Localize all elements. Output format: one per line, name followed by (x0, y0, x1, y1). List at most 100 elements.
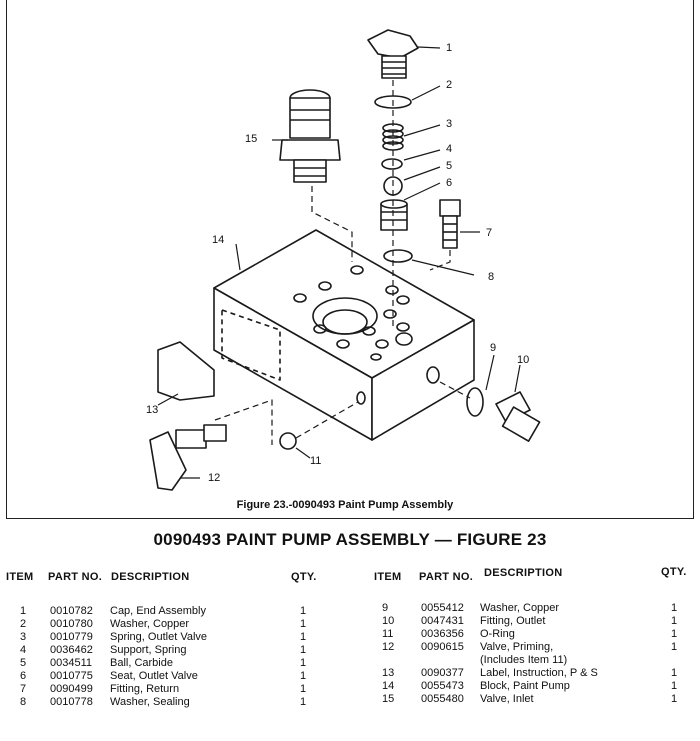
callout-15: 15 (245, 133, 258, 145)
part-number: 0090377 (421, 667, 464, 679)
page-title: 0090493 PAINT PUMP ASSEMBLY — FIGURE 23 (153, 530, 547, 549)
quantity: 1 (671, 641, 678, 653)
quantity: 1 (300, 670, 307, 682)
item-number: 1 (20, 605, 27, 617)
table-row: 12 0090615 Valve, Priming, 1 (0, 641, 700, 654)
part-description: Washer, Copper (480, 602, 560, 614)
header-item-left: ITEM (6, 571, 34, 583)
quantity: 1 (300, 605, 307, 617)
part-description: Ball, Carbide (110, 657, 173, 669)
part-description: O-Ring (480, 628, 515, 640)
part-description: Label, Instruction, P & S (480, 667, 598, 679)
quantity: 1 (300, 618, 307, 630)
item-number: 4 (20, 644, 27, 656)
part-number: 0036356 (421, 628, 464, 640)
header-desc-left: DESCRIPTION (111, 571, 190, 583)
callout-4: 4 (446, 143, 453, 155)
part-number: 0090615 (421, 641, 464, 653)
quantity: 1 (300, 683, 307, 695)
item-number: 3 (20, 631, 27, 643)
quantity: 1 (671, 680, 678, 692)
callout-8: 8 (488, 271, 495, 283)
part-description: Valve, Inlet (480, 693, 534, 705)
part-number: 0010779 (50, 631, 93, 643)
part-description: Washer, Copper (110, 618, 190, 630)
item-number: 7 (20, 683, 27, 695)
part-description: Washer, Sealing (110, 696, 190, 708)
part-number: 0010780 (50, 618, 93, 630)
item-number: 12 (382, 641, 395, 653)
header-qty-right: QTY. (661, 566, 687, 578)
quantity: 1 (300, 657, 307, 669)
part-description: Seat, Outlet Valve (110, 670, 198, 682)
part-number: 0055412 (421, 602, 464, 614)
pump-block (213, 229, 475, 441)
part-number: 0090499 (50, 683, 93, 695)
quantity: 1 (671, 693, 678, 705)
table-row: 5 0034511 Ball, Carbide 1 (0, 657, 700, 670)
figure-caption: Figure 23.-0090493 Paint Pump Assembly (0, 499, 700, 511)
part-description: (Includes Item 11) (480, 654, 568, 666)
quantity: 1 (300, 696, 307, 708)
priming-valve (149, 424, 227, 491)
support-4 (381, 158, 403, 170)
quantity: 1 (671, 667, 678, 679)
part-number: 0010778 (50, 696, 93, 708)
pump-drawing (149, 29, 541, 491)
item-number: 9 (382, 602, 389, 614)
o-ring-11 (279, 432, 297, 450)
instruction-label (157, 309, 281, 401)
item-number: 13 (382, 667, 395, 679)
quantity: 1 (671, 602, 678, 614)
item-number: 2 (20, 618, 27, 630)
item-number: 6 (20, 670, 27, 682)
callout-13: 13 (146, 404, 159, 416)
item-number: 11 (382, 628, 394, 640)
figure-caption-text: Figure 23.-0090493 Paint Pump Assembly (236, 499, 454, 511)
table-row: 10 0047431 Fitting, Outlet 1 (0, 615, 700, 628)
washer-8 (383, 249, 413, 263)
callout-5: 5 (446, 160, 453, 172)
quantity: 1 (671, 615, 678, 627)
part-description: Support, Spring (110, 644, 187, 656)
inlet-valve (279, 89, 341, 183)
part-number: 0036462 (50, 644, 93, 656)
end-cap (367, 29, 419, 79)
item-number: 5 (20, 657, 27, 669)
part-description: Valve, Priming, (480, 641, 554, 653)
header-part-left: PART NO. (48, 571, 103, 583)
table-row: (Includes Item 11) (0, 654, 700, 667)
part-number: 0034511 (50, 657, 93, 669)
table-row: 6 0010775 Seat, Outlet Valve 1 (0, 670, 700, 683)
table-row: 11 0036356 O-Ring 1 (0, 628, 700, 641)
callout-9: 9 (490, 342, 497, 354)
callout-3: 3 (446, 118, 453, 130)
header-qty-left: QTY. (291, 571, 317, 583)
item-number: 15 (382, 693, 395, 705)
outlet-fitting (495, 391, 541, 442)
table-row: 13 0090377 Label, Instruction, P & S 1 (0, 667, 700, 680)
table-row: 2 0010780 Washer, Copper 1 (0, 618, 700, 631)
table-row: 9 0055412 Washer, Copper 1 (0, 602, 700, 615)
callout-7: 7 (486, 227, 493, 239)
part-description: Fitting, Outlet (480, 615, 546, 627)
table-row: 3 0010779 Spring, Outlet Valve 1 (0, 631, 700, 644)
part-number: 0010775 (50, 670, 93, 682)
seat-6 (380, 199, 408, 231)
part-description: Spring, Outlet Valve (110, 631, 208, 643)
callout-2: 2 (446, 79, 453, 91)
quantity: 1 (671, 628, 678, 640)
header-part-right: PART NO. (419, 571, 474, 583)
quantity: 1 (300, 644, 307, 656)
part-number: 0055480 (421, 693, 464, 705)
callout-14: 14 (212, 234, 225, 246)
part-number: 0047431 (421, 615, 464, 627)
header-desc-right: DESCRIPTION (484, 567, 563, 579)
return-fitting (439, 199, 461, 249)
item-number: 10 (382, 615, 395, 627)
table-row: 4 0036462 Support, Spring 1 (0, 644, 700, 657)
